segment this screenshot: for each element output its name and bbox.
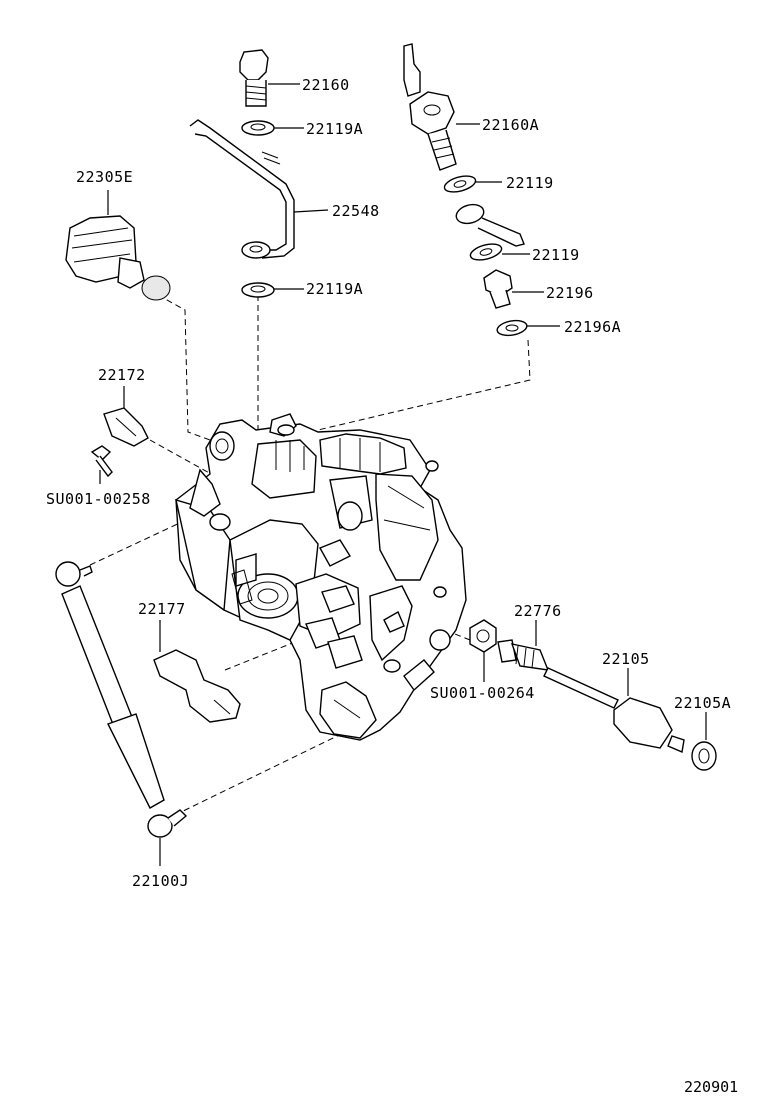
- part-22105[interactable]: [543, 667, 685, 753]
- label-SU001-00264[interactable]: SU001-00264: [430, 684, 535, 702]
- label-22119-bottom[interactable]: 22119: [532, 246, 580, 264]
- label-22160[interactable]: 22160: [302, 76, 350, 94]
- label-22196[interactable]: 22196: [546, 284, 594, 302]
- part-SU001-00258[interactable]: [90, 445, 113, 484]
- label-22105A[interactable]: 22105A: [674, 694, 731, 712]
- part-22160[interactable]: [239, 49, 300, 107]
- part-22177[interactable]: [153, 620, 241, 723]
- label-22172[interactable]: 22172: [98, 366, 146, 384]
- part-22548[interactable]: [189, 119, 329, 259]
- part-22119-top[interactable]: [443, 173, 502, 195]
- part-SU001-00264[interactable]: [469, 619, 497, 682]
- part-22196[interactable]: [483, 269, 544, 309]
- part-22160A[interactable]: [403, 43, 480, 171]
- part-labels: 22160 22119A 22548 22119A 22305E 22160A …: [46, 76, 738, 1096]
- part-banjo-fitting: [455, 203, 525, 247]
- label-22776[interactable]: 22776: [514, 602, 562, 620]
- label-22196A[interactable]: 22196A: [564, 318, 621, 336]
- part-22196A[interactable]: [496, 319, 560, 338]
- label-22100J[interactable]: 22100J: [132, 872, 189, 890]
- part-22105A[interactable]: [691, 712, 717, 771]
- part-22776[interactable]: [497, 620, 550, 671]
- label-22119-top[interactable]: 22119: [506, 174, 554, 192]
- label-22105[interactable]: 22105: [602, 650, 650, 668]
- part-22172[interactable]: [103, 386, 149, 447]
- label-22177[interactable]: 22177: [138, 600, 186, 618]
- label-22119A-bottom[interactable]: 22119A: [306, 280, 363, 298]
- label-22119A-top[interactable]: 22119A: [306, 120, 363, 138]
- label-22160A[interactable]: 22160A: [482, 116, 539, 134]
- part-22119A-top[interactable]: [241, 120, 304, 136]
- part-22119A-bottom[interactable]: [241, 282, 304, 298]
- diagram-reference-code: 220901: [684, 1078, 738, 1096]
- part-22305E[interactable]: [65, 190, 171, 301]
- label-22305E[interactable]: 22305E: [76, 168, 133, 186]
- part-22119-bottom[interactable]: [469, 241, 530, 263]
- label-SU001-00258[interactable]: SU001-00258: [46, 490, 151, 508]
- injection-pump-body: [175, 413, 467, 741]
- label-22548[interactable]: 22548: [332, 202, 380, 220]
- part-22100J[interactable]: [55, 561, 188, 866]
